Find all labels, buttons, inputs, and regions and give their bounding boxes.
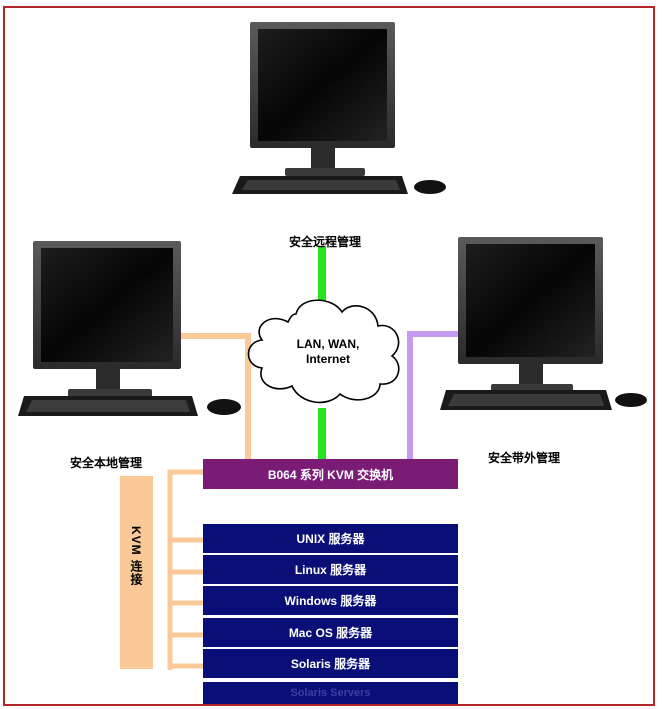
outband-line — [407, 331, 476, 460]
server-linux: Linux 服务器 — [203, 555, 458, 584]
server-macos: Mac OS 服务器 — [203, 618, 458, 647]
remote-management-label: 安全远程管理 — [289, 235, 362, 249]
server-solaris: Solaris 服务器 — [203, 649, 458, 678]
mouse-icon — [414, 180, 446, 194]
cloud-label-line2: Internet — [305, 352, 350, 366]
server-label: Mac OS 服务器 — [288, 626, 373, 640]
monitor-icon — [250, 22, 395, 176]
cloud-icon — [247, 299, 400, 404]
monitor-icon — [458, 237, 603, 392]
outband-management-label: 安全带外管理 — [488, 451, 561, 465]
server-label: Windows 服务器 — [284, 594, 377, 608]
kvm-switch-box: B064 系列 KVM 交换机 — [203, 459, 458, 489]
remote-line-top — [318, 246, 326, 310]
server-unix: UNIX 服务器 — [203, 524, 458, 553]
server-label: UNIX 服务器 — [296, 532, 365, 546]
diagram-frame — [3, 6, 655, 706]
keyboard-icon — [18, 396, 198, 416]
mouse-icon — [615, 393, 647, 407]
kvm-switch-label: B064 系列 KVM 交换机 — [267, 467, 394, 482]
remote-line-bottom — [318, 408, 326, 460]
server-windows: Windows 服务器 — [203, 586, 458, 615]
server-label: Linux 服务器 — [294, 563, 367, 577]
server-label: Solaris 服务器 — [290, 657, 371, 671]
server-footer-label: Solaris Servers — [290, 687, 371, 699]
mouse-icon — [207, 399, 241, 415]
keyboard-icon — [232, 176, 408, 194]
local-line — [168, 333, 251, 460]
keyboard-icon — [440, 390, 612, 410]
cloud-label: LAN, WAN, Internet — [278, 337, 378, 367]
server-footer: Solaris Servers — [203, 682, 458, 704]
cloud-label-line1: LAN, WAN, — [296, 337, 360, 351]
kvm-connection-label: KVM 连接 — [129, 526, 143, 586]
local-management-label: 安全本地管理 — [70, 456, 143, 470]
kvm-connection-bar: KVM 连接 — [120, 476, 153, 669]
kvm-connection-lines — [167, 469, 215, 670]
monitor-icon — [33, 241, 181, 397]
